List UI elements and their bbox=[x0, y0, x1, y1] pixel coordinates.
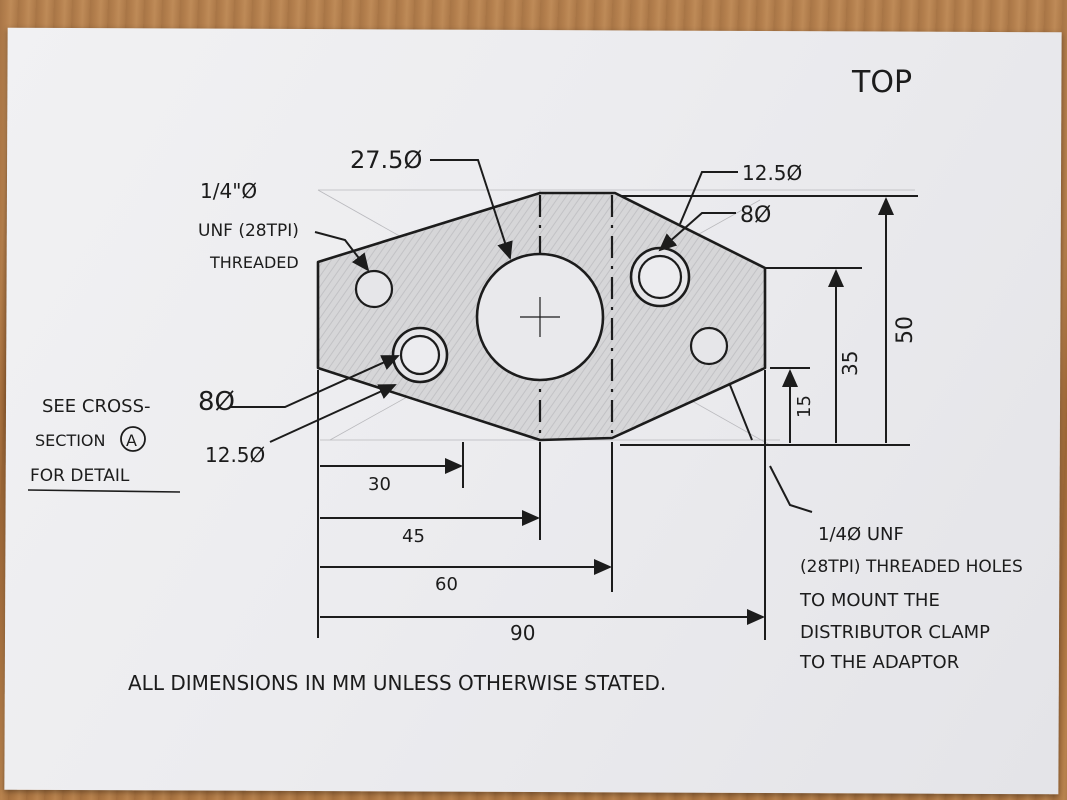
center-bore-label: 27.5Ø bbox=[350, 146, 422, 174]
dimension-60: 60 bbox=[435, 574, 458, 595]
threaded-label-line1: 1/4"Ø bbox=[200, 179, 257, 203]
leader-lines bbox=[230, 159, 813, 513]
top-right-counterbored-hole bbox=[629, 246, 691, 308]
threaded-holes-note-line1: 1/4Ø UNF bbox=[818, 524, 904, 545]
threaded-holes-note-line2: (28TPI) THREADED HOLES bbox=[800, 557, 1023, 577]
threaded-holes-note-line5: TO THE ADAPTOR bbox=[799, 652, 959, 673]
cross-section-note-line1: SEE CROSS- bbox=[42, 396, 150, 417]
threaded-holes-note-line3: TO MOUNT THE bbox=[799, 590, 940, 611]
top-right-hole-label: 8Ø bbox=[740, 203, 771, 228]
dimension-30: 30 bbox=[368, 474, 391, 495]
top-right-bore-label: 12.5Ø bbox=[742, 161, 802, 185]
cross-section-note-line2: SECTION bbox=[35, 431, 106, 450]
threaded-label-line3: THREADED bbox=[209, 253, 299, 272]
dimension-90: 90 bbox=[510, 621, 535, 645]
left-counterbored-hole bbox=[391, 326, 449, 384]
right-threaded-hole bbox=[689, 326, 729, 366]
dimension-50: 50 bbox=[893, 316, 918, 344]
dimension-15: 15 bbox=[794, 395, 815, 418]
dimension-35: 35 bbox=[838, 351, 862, 376]
cross-section-note-line3: FOR DETAIL bbox=[30, 466, 130, 486]
section-marker-circle bbox=[120, 426, 146, 452]
section-marker-label: A bbox=[126, 431, 137, 450]
left-hole-label: 8Ø bbox=[198, 387, 235, 417]
view-label: TOP bbox=[851, 65, 912, 100]
horizontal-dimensions bbox=[317, 370, 766, 640]
dimension-45: 45 bbox=[402, 526, 425, 547]
center-bore bbox=[475, 252, 605, 382]
footer-note: ALL DIMENSIONS IN MM UNLESS OTHERWISE ST… bbox=[128, 671, 666, 695]
threaded-holes-note-line4: DISTRIBUTOR CLAMP bbox=[800, 622, 990, 643]
vertical-dimensions bbox=[620, 195, 918, 446]
threaded-label-line2: UNF (28TPI) bbox=[198, 221, 299, 241]
left-bore-label: 12.5Ø bbox=[205, 443, 265, 467]
cross-section-note-underline bbox=[27, 489, 181, 493]
left-threaded-hole bbox=[354, 269, 394, 309]
